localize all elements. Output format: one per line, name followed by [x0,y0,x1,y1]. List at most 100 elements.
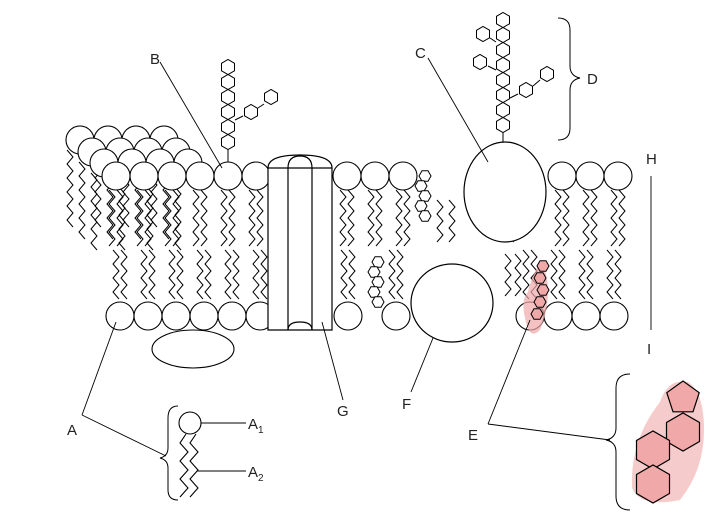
phospholipid-head [161,301,191,331]
label-a2: A2 [248,464,264,484]
phospholipid-head [360,161,390,191]
label-f: F [402,396,411,413]
sugar-hexagon-b [221,133,235,151]
cholesterol-ring [414,200,428,212]
cholesterol-ring [418,170,432,182]
lipid-tail [614,249,622,300]
cholesterol-ring-red [536,260,550,272]
cholesterol-ring-red [530,308,544,320]
phospholipid-head [388,161,418,191]
sugar-hexagon-b [244,103,258,121]
lipid-tail-back [90,172,98,251]
cholesterol-highlighted [523,260,550,334]
phospholipid-head [333,301,363,331]
lipid-tail [562,189,570,247]
lipid-tail [618,189,626,247]
label-c: C [415,45,426,62]
sugar-hexagon-d [496,41,510,59]
phospholipid-head [101,161,131,191]
lipid-tail [514,253,522,297]
lipid-tail [248,189,256,247]
lipid-tail [558,249,566,300]
cholesterol-pentagon [666,380,700,413]
sugar-hexagon-d [496,11,510,29]
sugar-hexagon-b [264,88,278,106]
sugar-hexagon-d [496,101,510,119]
label-b: B [150,51,160,68]
cholesterol-ring-red [533,272,547,284]
lipid-tail [554,189,562,247]
lipid-tail [339,189,347,247]
lipid-tail [522,249,530,300]
label-d: D [587,71,598,88]
cholesterol-ring [414,180,428,192]
lipid-tail [196,249,204,300]
lipid-tail [224,249,232,300]
carbohydrate-chains [221,11,554,308]
sugar-hexagon-d [496,56,510,74]
glycosidic-bond [234,115,244,121]
sugar-hexagon-d [496,26,510,44]
lipid-tail [550,249,558,300]
phospholipid-head [547,161,577,191]
phospholipid-head [213,161,243,191]
lipid-tail [220,189,228,247]
cholesterol-detail [631,380,704,504]
label-e: E [468,427,478,444]
label-g: G [337,403,349,420]
label-a: A [67,422,77,439]
glycoprotein [463,141,547,243]
lipid-tail [252,249,260,300]
sugar-hexagon-d [519,81,533,99]
braces [159,17,631,511]
glycosidic-bond [509,93,519,99]
lipid-tail [590,189,598,247]
sugar-hexagon-b [221,73,235,91]
lipid-tail [164,189,172,247]
lipid-tail-back [78,161,86,240]
lipid-tail [396,249,404,300]
integral-protein [410,263,494,343]
phospholipid-head [603,161,633,191]
phospholipid-head [105,301,135,331]
sugar-hexagon-d [496,116,510,134]
phospholipid-heads [101,161,633,331]
channel-protein [267,154,333,331]
lipid-tail [108,189,116,247]
cholesterol-hexagon [635,464,671,504]
label-leaders [81,57,652,472]
lipid-tail [348,249,356,300]
lipid-tail-back [66,149,74,228]
lipid-tail [200,189,208,247]
cholesterol-ring [367,286,381,298]
phospholipid-head [129,161,159,191]
lipid-tail [140,249,148,300]
sugar-hexagon-b [221,118,235,136]
lipid-tail [395,189,403,247]
lipid-tail [388,249,396,300]
cholesterol-ring [418,210,432,222]
lipid-tail [375,189,383,247]
glycosidic-bond [489,37,497,43]
cholesterol-ring [371,276,385,288]
phospholipid-head [599,301,629,331]
cholesterol-ring-red [533,296,547,308]
label-i: I [647,341,651,358]
lipid-tail [578,249,586,300]
lipid-tail [228,189,236,247]
phospholipid-head [189,301,219,331]
sugar-hexagon-b [221,58,235,76]
lipid-tail [204,249,212,300]
lipid-tail [256,189,264,247]
phospholipid-head [217,301,247,331]
lipid-tail [606,249,614,300]
phospholipid-head [241,161,271,191]
lipid-tail [136,189,144,247]
phospholipid-head [543,301,573,331]
phospholipid-head [381,301,411,331]
lipid-tail [176,249,184,300]
cholesterol-ring-red [536,284,550,296]
sugar-hexagon-d [473,53,487,71]
sugar-hexagon-b [221,103,235,121]
